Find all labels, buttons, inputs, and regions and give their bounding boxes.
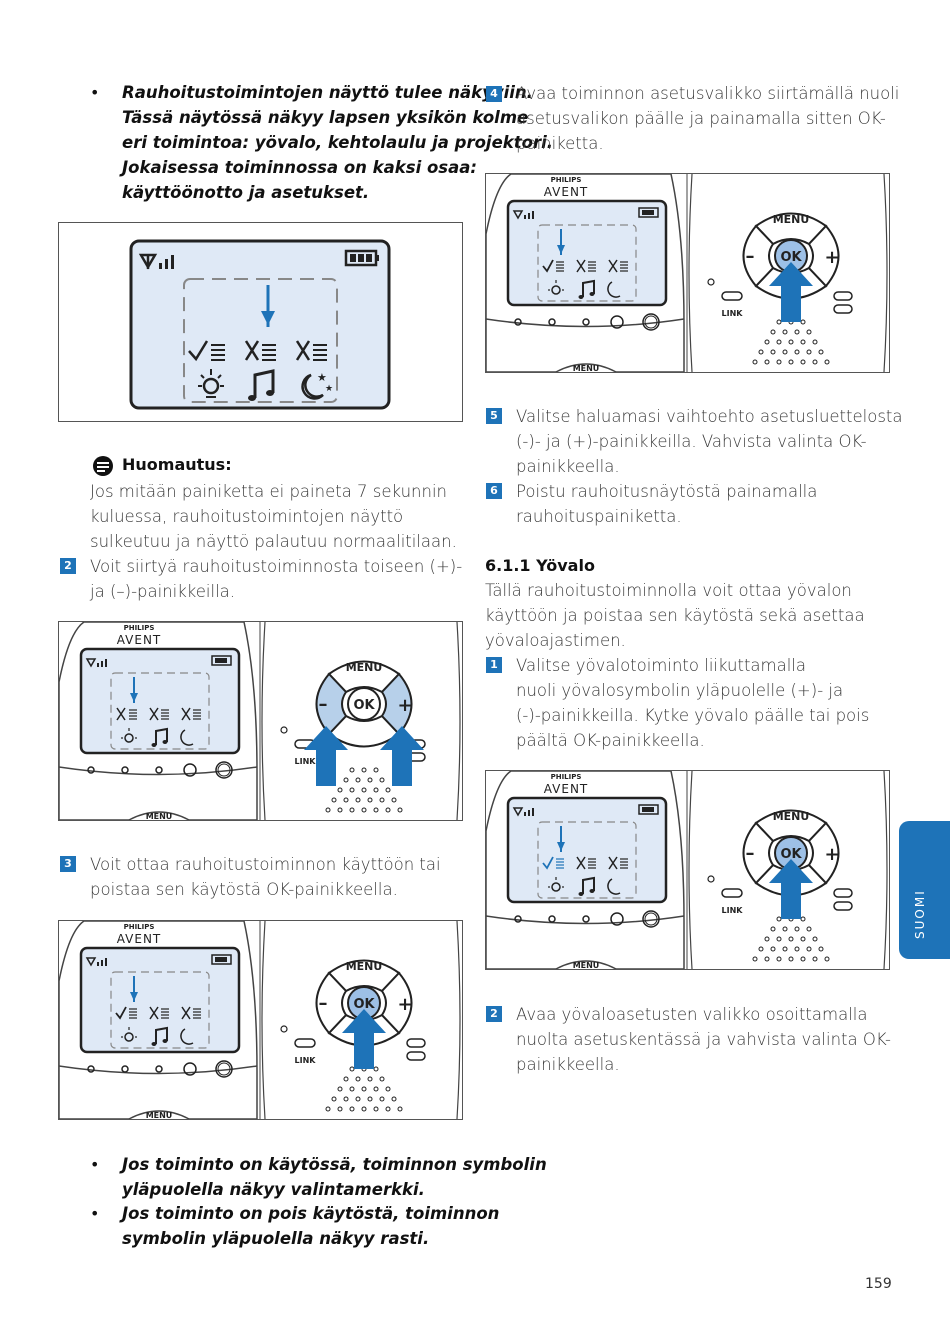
intro-line: Jokaisessa toiminnossa on kaksi osaa: <box>122 158 477 177</box>
svg-text:+: + <box>397 695 412 716</box>
section-line: yövaloajastimen. <box>485 631 626 650</box>
svg-text:MENU: MENU <box>573 364 600 372</box>
svg-text:OK: OK <box>353 698 375 713</box>
step-line: painiketta. <box>516 134 604 153</box>
svg-text:MENU: MENU <box>346 661 383 674</box>
language-side-tab: SUOMI <box>899 821 950 959</box>
step-line: Avaa toiminnon asetusvalikko siirtämällä… <box>516 84 900 103</box>
step-line: nuoli yövalosymbolin yläpuolelle (+)- ja <box>516 681 844 700</box>
svg-text:★: ★ <box>325 384 333 394</box>
step-line: nuolta asetuskentässä ja vahvista valint… <box>516 1030 891 1049</box>
step-line: ja (–)-painikkeilla. <box>90 582 236 601</box>
svg-text:OK: OK <box>780 847 802 862</box>
svg-text:–: – <box>746 843 755 864</box>
section-title: 6.1.1 Yövalo <box>485 556 595 575</box>
note-line: kuluessa, rauhoitustoimintojen näyttö <box>90 507 404 526</box>
step-line: painikkeella. <box>516 1055 620 1074</box>
bullet-mark: • <box>90 83 100 102</box>
note-line: Jos mitään painiketta ei paineta 7 sekun… <box>90 482 448 501</box>
bullet-line: symbolin yläpuolella näkyy rasti. <box>122 1229 430 1248</box>
page-number: 159 <box>865 1276 892 1292</box>
svg-text:LINK: LINK <box>722 309 744 318</box>
svg-text:OK: OK <box>780 250 802 265</box>
step-number: 2 <box>60 558 76 574</box>
svg-text:LINK: LINK <box>722 906 744 915</box>
step-line: Voit ottaa rauhoitustoiminnon käyttöön t… <box>90 855 441 874</box>
svg-text:PHILIPS: PHILIPS <box>124 624 155 632</box>
step-line: päältä OK-painikkeella. <box>516 731 705 750</box>
note-line: sulkeutuu ja näyttö palautuu normaalitil… <box>90 532 457 551</box>
svg-text:PHILIPS: PHILIPS <box>551 176 582 184</box>
intro-line: eri toimintoa: yövalo, kehtolaulu ja pro… <box>122 133 554 152</box>
svg-text:MENU: MENU <box>773 810 810 823</box>
svg-text:MENU: MENU <box>346 960 383 973</box>
svg-text:OK: OK <box>353 997 375 1012</box>
intro-line: käyttöönotto ja asetukset. <box>122 183 370 202</box>
svg-text:+: + <box>824 844 839 865</box>
svg-text:AVENT: AVENT <box>117 633 162 647</box>
note-title: Huomautus: <box>122 455 232 474</box>
bullet-line: Jos toiminto on pois käytöstä, toiminnon <box>122 1204 500 1223</box>
svg-text:+: + <box>397 994 412 1015</box>
intro-line: Rauhoitustoimintojen näyttö tulee näkyvi… <box>122 83 533 102</box>
bullet-mark: • <box>90 1204 100 1223</box>
step-line: rauhoituspainiketta. <box>516 507 682 526</box>
svg-text:MENU: MENU <box>573 961 600 969</box>
bullet-line: Jos toiminto on käytössä, toiminnon symb… <box>122 1155 547 1174</box>
bullet-mark: • <box>90 1155 100 1174</box>
step-line: Valitse haluamasi vaihtoehto asetusluett… <box>516 407 903 426</box>
svg-text:+: + <box>824 247 839 268</box>
svg-text:LINK: LINK <box>295 1056 317 1065</box>
svg-text:–: – <box>746 246 755 267</box>
step-line: painikkeella. <box>516 457 620 476</box>
step-line: Voit siirtyä rauhoitustoiminnosta toisee… <box>90 557 463 576</box>
step-line: Valitse yövalotoiminto liikuttamalla <box>516 656 807 675</box>
step-line: Avaa yövaloasetusten valikko osoittamall… <box>516 1005 868 1024</box>
side-tab-label: SUOMI <box>913 889 927 939</box>
step-number: 1 <box>486 657 502 673</box>
svg-text:MENU: MENU <box>146 1111 173 1119</box>
svg-text:AVENT: AVENT <box>117 932 162 946</box>
svg-text:AVENT: AVENT <box>544 185 589 199</box>
step-number: 3 <box>60 856 76 872</box>
step-number: 5 <box>486 408 502 424</box>
section-line: Tällä rauhoitustoiminnolla voit ottaa yö… <box>485 581 852 600</box>
step-line: (-)-painikkeilla. Kytke yövalo päälle ta… <box>516 706 870 725</box>
step-line: asetusvalikon päälle ja painamalla sitte… <box>516 109 886 128</box>
bullet-line: yläpuolella näkyy valintamerkki. <box>122 1180 425 1199</box>
step-number: 6 <box>486 483 502 499</box>
svg-text:MENU: MENU <box>146 812 173 820</box>
note-icon <box>93 456 113 476</box>
svg-text:LINK: LINK <box>295 757 317 766</box>
svg-text:★: ★ <box>317 371 327 384</box>
section-line: käyttöön ja poistaa sen käytöstä sekä as… <box>485 606 865 625</box>
svg-text:–: – <box>319 694 328 715</box>
svg-text:AVENT: AVENT <box>544 782 589 796</box>
svg-text:PHILIPS: PHILIPS <box>124 923 155 931</box>
svg-text:–: – <box>319 993 328 1014</box>
step-line: poistaa sen käytöstä OK-painikkeella. <box>90 880 398 899</box>
step-number: 4 <box>486 86 502 102</box>
step-line: (-)- ja (+)-painikkeilla. Vahvista valin… <box>516 432 867 451</box>
svg-text:PHILIPS: PHILIPS <box>551 773 582 781</box>
lcd-figure-large: ★ ★ <box>58 222 463 422</box>
svg-text:MENU: MENU <box>773 213 810 226</box>
intro-line: Tässä näytössä näkyy lapsen yksikön kolm… <box>122 108 529 127</box>
step-line: Poistu rauhoitusnäytöstä painamalla <box>516 482 818 501</box>
step-number: 2 <box>486 1006 502 1022</box>
